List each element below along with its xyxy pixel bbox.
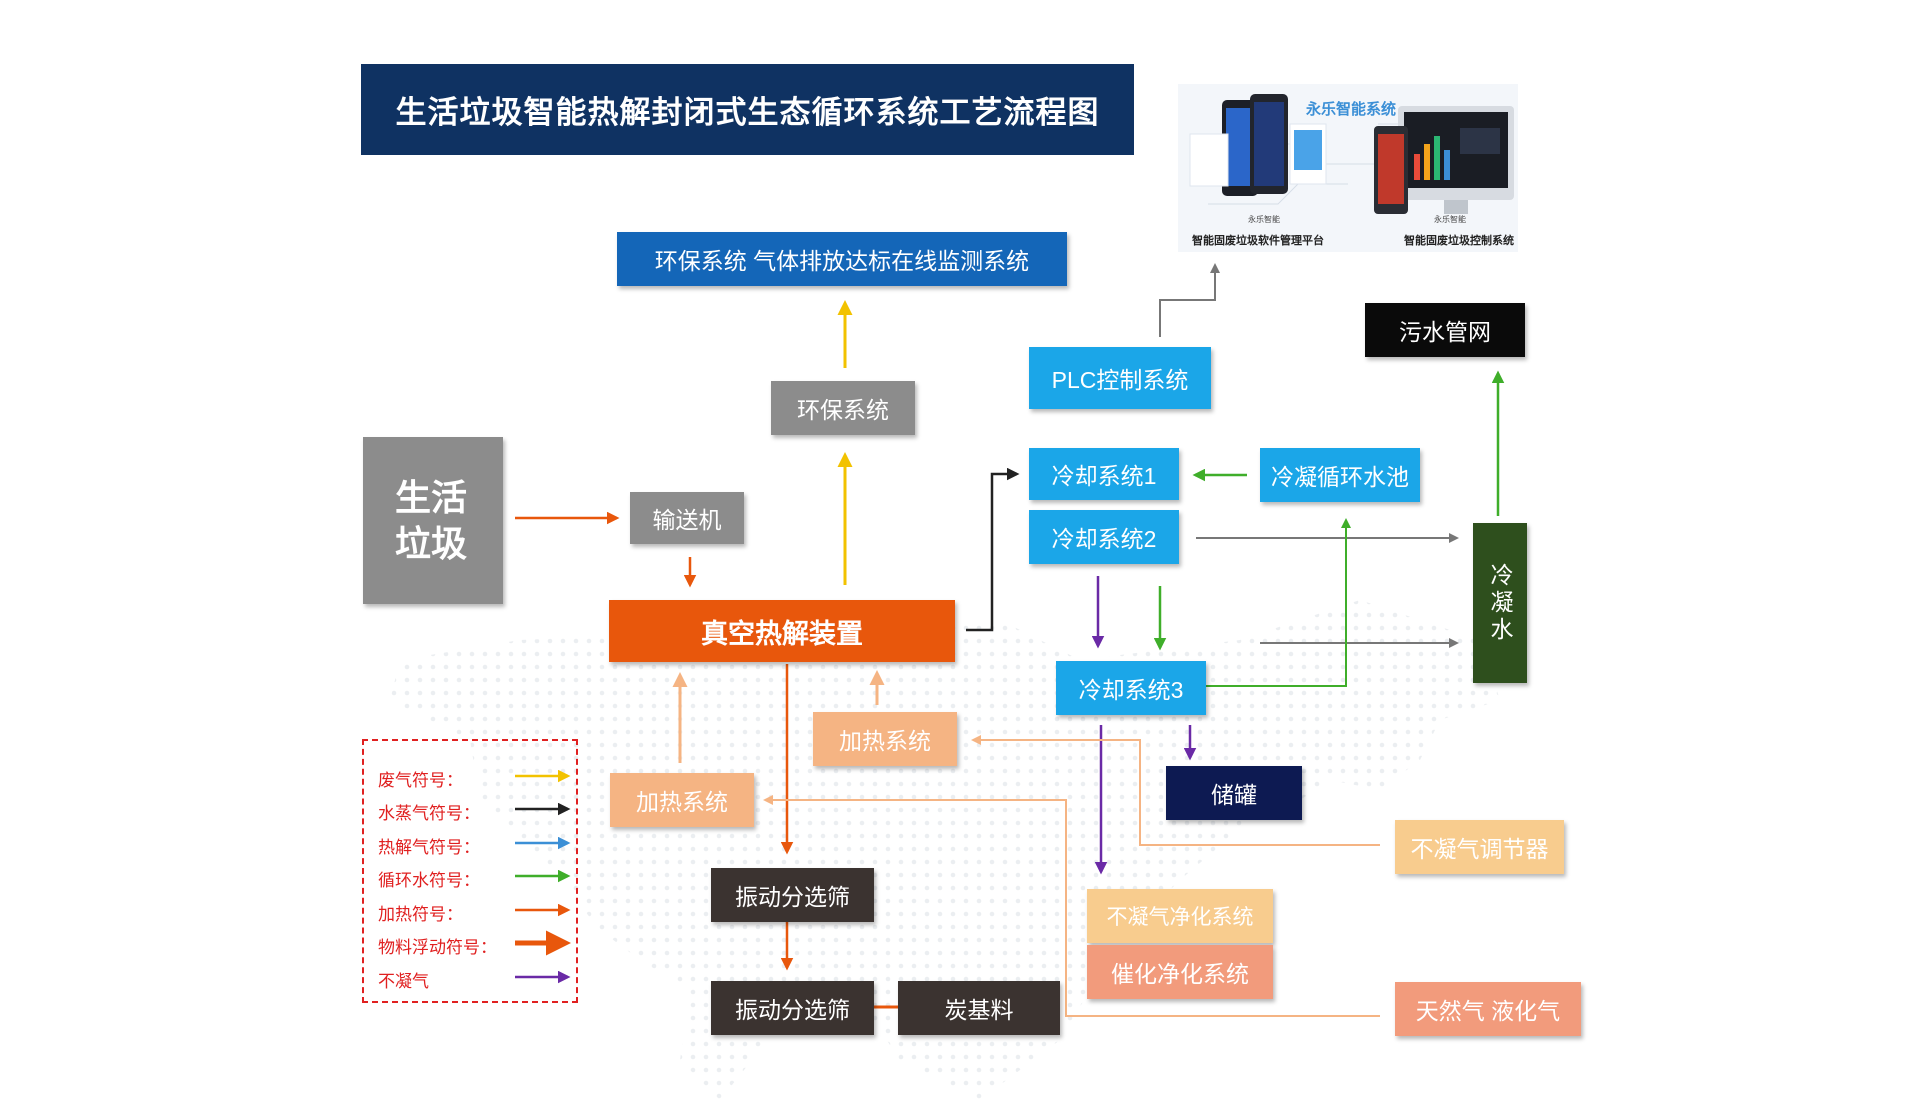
natural-gas-lpg-box: 天然气 液化气 <box>1395 982 1581 1036</box>
condensate-water-box: 冷凝水 <box>1473 523 1527 683</box>
legend-label-waste-gas: 废气符号： <box>378 771 463 790</box>
cooling-system-2-box: 冷却系统2 <box>1029 510 1179 564</box>
sewer-network-box: 污水管网 <box>1365 303 1525 357</box>
device-mockup-illustration <box>1189 94 1514 214</box>
legend-label-pyrolysis-gas: 热解气符号： <box>378 838 480 857</box>
panel-caption-right: 智能固废垃圾控制系统 <box>1404 235 1514 247</box>
pyrolysis-device-box: 真空热解装置 <box>609 600 955 662</box>
panel-small-logo-left: 永乐智能 <box>1248 215 1280 224</box>
env-system-box: 环保系统 <box>771 381 915 435</box>
legend-label-material-flow: 物料浮动符号： <box>378 938 497 957</box>
cooling-system-3-box: 冷却系统3 <box>1056 661 1206 715</box>
condensing-pool-box: 冷凝循环水池 <box>1260 448 1420 502</box>
cooling-system-1-box: 冷却系统1 <box>1029 448 1179 500</box>
legend-arrows <box>515 769 571 984</box>
storage-tank-box: 储罐 <box>1166 766 1302 820</box>
heating-system-left-box: 加热系统 <box>610 773 754 827</box>
waste-input-box: 生活 垃圾 <box>363 437 503 604</box>
carbon-material-box: 炭基料 <box>898 981 1060 1035</box>
legend: 废气符号： 水蒸气符号： 热解气符号： 循环水符号： 加热符号： 物料浮动符号：… <box>362 739 578 1003</box>
plc-control-box: PLC控制系统 <box>1029 347 1211 409</box>
legend-label-circulating-water: 循环水符号： <box>378 871 480 890</box>
panel-caption-left: 智能固废垃圾软件管理平台 <box>1192 235 1324 247</box>
catalytic-purification-box: 催化净化系统 <box>1087 945 1273 999</box>
legend-label-steam: 水蒸气符号： <box>378 804 480 823</box>
dotted-map-background <box>390 600 1500 1100</box>
legend-label-heating: 加热符号： <box>378 905 463 924</box>
page-title: 生活垃圾智能热解封闭式生态循环系统工艺流程图 <box>361 64 1134 155</box>
noncondensable-regulator-box: 不凝气调节器 <box>1395 820 1564 874</box>
env-monitoring-box: 环保系统 气体排放达标在线监测系统 <box>617 232 1067 286</box>
conveyor-box: 输送机 <box>630 492 744 544</box>
vibrating-screen-1-box: 振动分选筛 <box>711 868 874 922</box>
heating-system-right-box: 加热系统 <box>813 712 957 766</box>
panel-brand: 永乐智能系统 <box>1306 101 1397 118</box>
noncondensable-purification-box: 不凝气净化系统 <box>1087 889 1273 943</box>
vibrating-screen-2-box: 振动分选筛 <box>711 981 874 1035</box>
legend-label-noncondensable: 不凝气 <box>378 972 429 991</box>
software-platform-preview: 永乐智能系统 永乐智能 永乐智能 智能固废垃圾软件管理平台 智能固废垃圾控制系统 <box>1178 84 1518 252</box>
panel-small-logo-right: 永乐智能 <box>1434 215 1466 224</box>
